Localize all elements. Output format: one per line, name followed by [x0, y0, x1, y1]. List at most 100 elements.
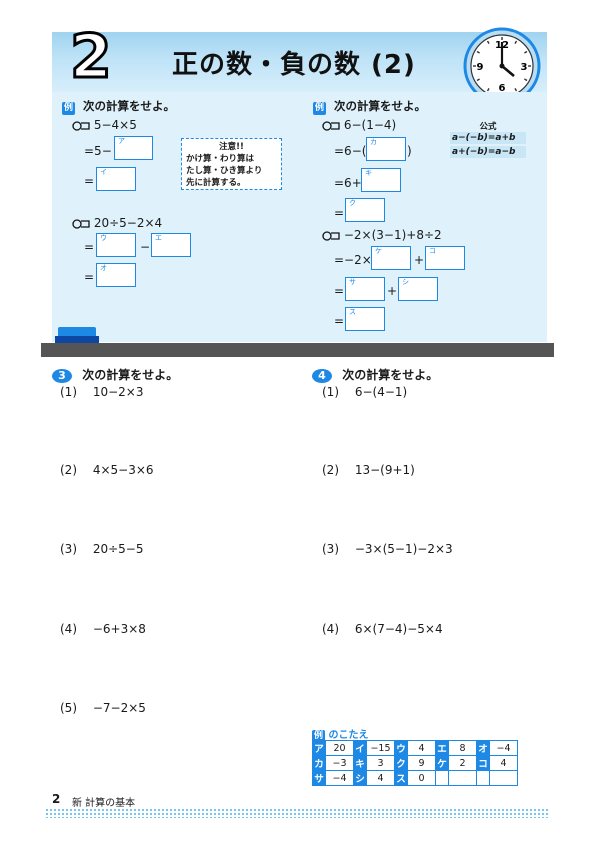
problem-expression: 13−(9+1) — [354, 463, 415, 477]
answer-box-o[interactable]: オ — [96, 263, 136, 287]
example-left-problem-1: 5−4×5 — [72, 118, 137, 132]
problem-label: (1) — [60, 385, 77, 399]
caution-line: たし算・ひき算より — [186, 166, 263, 176]
clock-icon: 12 3 6 9 — [463, 27, 541, 105]
clock-number-3: 3 — [521, 62, 528, 73]
section-instruction: 次の計算をせよ。 — [82, 368, 179, 382]
clock-number-9: 9 — [477, 62, 484, 73]
answers-title: 例 のこたえ — [312, 726, 368, 743]
answer-box-u[interactable]: ウ — [96, 233, 136, 257]
answer-value: 9 — [407, 755, 436, 771]
answer-key: イ — [353, 740, 367, 756]
answer-box-shi[interactable]: シ — [398, 277, 438, 301]
problem-label: (3) — [322, 542, 339, 556]
expression: 6−(1−4) — [343, 118, 397, 132]
answer-key: ケ — [435, 755, 449, 771]
footer-dotted-rule — [45, 808, 550, 818]
answer-key: ス — [394, 770, 408, 786]
caution-title: 注意!! — [219, 142, 244, 152]
answer-box-ki[interactable]: キ — [361, 168, 401, 192]
expression: −2×(3−1)+8÷2 — [343, 228, 442, 242]
problem-4-1: (1) 6−(4−1) — [322, 385, 407, 399]
answer-value: 4 — [407, 740, 436, 756]
answer-value: 4 — [489, 755, 518, 771]
minus-sign: − — [140, 240, 151, 254]
answer-box-e[interactable]: エ — [151, 233, 191, 257]
empty-cell — [476, 770, 490, 786]
example-instruction: 次の計算をせよ。 — [83, 99, 176, 113]
answer-key: サ — [312, 770, 326, 786]
problem-label: (1) — [322, 385, 339, 399]
step-line: = — [334, 314, 345, 328]
problem-expression: 10−2×3 — [92, 385, 144, 399]
problem-label: (4) — [322, 622, 339, 636]
plus-sign: + — [414, 253, 425, 267]
answer-box-ka[interactable]: カ — [366, 137, 406, 161]
shelf-divider — [41, 343, 554, 357]
problem-expression: 6−(4−1) — [354, 385, 408, 399]
problem-4-2: (2) 13−(9+1) — [322, 463, 415, 477]
problem-label: (2) — [60, 463, 77, 477]
chapter-number: 2 — [69, 22, 114, 92]
section-instruction: 次の計算をせよ。 — [342, 368, 439, 382]
answer-key: エ — [435, 740, 449, 756]
answer-box-sa[interactable]: サ — [345, 277, 385, 301]
answers-title-text: のこたえ — [328, 730, 369, 741]
section-4-heading: 4 次の計算をせよ。 — [312, 366, 438, 383]
empty-cell — [489, 770, 518, 786]
section-3-heading: 3 次の計算をせよ。 — [52, 366, 178, 383]
formula-line: a−(−b)=a+b — [450, 132, 526, 144]
answer-box-i[interactable]: イ — [96, 167, 136, 191]
problem-3-1: (1) 10−2×3 — [60, 385, 143, 399]
problem-expression: −7−2×5 — [92, 701, 146, 715]
expression: 20÷5−2×4 — [93, 216, 163, 230]
answer-value: 3 — [366, 755, 395, 771]
page-number: 2 — [52, 792, 61, 806]
plus-sign: + — [387, 284, 398, 298]
answer-box-ko[interactable]: コ — [425, 246, 465, 270]
problem-3-4: (4) −6+3×8 — [60, 622, 146, 636]
example-right-problem-1: 6−(1−4) — [322, 118, 396, 132]
answer-value: 2 — [448, 755, 477, 771]
example-right-problem-2: −2×(3−1)+8÷2 — [322, 228, 442, 242]
answer-box-a[interactable]: ア — [114, 136, 153, 160]
problem-4-4: (4) 6×(7−4)−5×4 — [322, 622, 443, 636]
expression: 5−4×5 — [93, 118, 137, 132]
answer-box-ku[interactable]: ク — [345, 198, 385, 222]
problem-label: (5) — [60, 701, 77, 715]
answer-key: キ — [353, 755, 367, 771]
problem-expression: −3×(5−1)−2×3 — [354, 542, 453, 556]
step-line: = — [84, 174, 95, 188]
example-left-heading: 例 次の計算をせよ。 — [62, 98, 175, 115]
problem-label: (2) — [322, 463, 339, 477]
answer-value: −3 — [325, 755, 354, 771]
example-badge: 例 — [62, 102, 75, 115]
answer-box-ke[interactable]: ケ — [371, 246, 411, 270]
answer-key: ア — [312, 740, 326, 756]
answer-value: 20 — [325, 740, 354, 756]
step-line: =6−( — [334, 144, 367, 158]
answer-box-su[interactable]: ス — [345, 307, 385, 331]
step-line: = — [334, 206, 345, 220]
chapter-title: 正の数・負の数 (2) — [172, 50, 416, 80]
formula-line: a+(−b)=a−b — [450, 146, 526, 158]
answer-value: −4 — [489, 740, 518, 756]
clock-number-6: 6 — [499, 83, 506, 94]
answer-key: ウ — [394, 740, 408, 756]
problem-3-2: (2) 4×5−3×6 — [60, 463, 154, 477]
example-instruction: 次の計算をせよ。 — [334, 99, 427, 113]
problem-label: (4) — [60, 622, 77, 636]
step-line: = — [84, 270, 95, 284]
problem-expression: 4×5−3×6 — [92, 463, 154, 477]
answer-value: 8 — [448, 740, 477, 756]
formula-box: 公式 a−(−b)=a+b a+(−b)=a−b — [450, 120, 526, 160]
pencil-icon — [322, 120, 340, 131]
problem-3-3: (3) 20÷5−5 — [60, 542, 143, 556]
step-line: =6+ — [334, 176, 362, 190]
answer-key: カ — [312, 755, 326, 771]
section-number-badge: 4 — [312, 369, 332, 383]
problem-expression: 6×(7−4)−5×4 — [354, 622, 443, 636]
caution-line: かけ算・わり算は — [186, 154, 255, 164]
